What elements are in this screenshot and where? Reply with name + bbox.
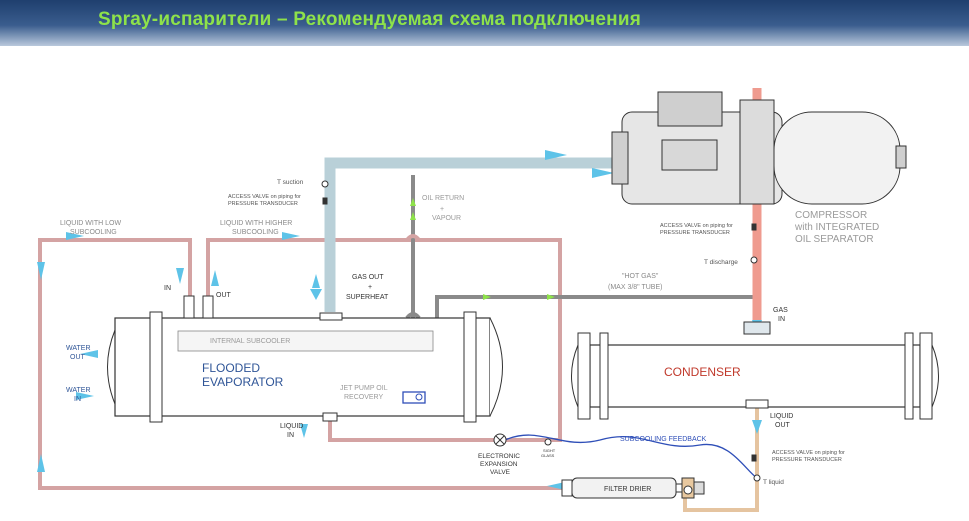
access-valve-suction	[322, 197, 328, 205]
access-valve-discharge	[751, 223, 757, 231]
flow-arrow	[176, 268, 184, 284]
flow-arrow	[410, 198, 416, 206]
oil-return-label: OIL RETURN	[422, 195, 464, 202]
filter-drier-label: FILTER DRIER	[604, 486, 651, 493]
flow-arrow	[76, 392, 94, 400]
jet-pump	[402, 391, 426, 404]
sight-glass-line1: SIGHT	[543, 448, 556, 453]
compressor-line3: OIL SEPARATOR	[795, 234, 874, 245]
flow-arrow	[312, 274, 320, 288]
oil-flow-arrows	[410, 198, 555, 300]
jet-pump-line1: JET PUMP OIL	[340, 385, 388, 392]
gas-out-line3: SUPERHEAT	[346, 294, 389, 301]
condenser	[571, 321, 939, 420]
flow-arrow	[483, 294, 491, 300]
gas-out-line2: +	[368, 284, 372, 291]
flow-arrow	[282, 232, 300, 240]
eev-line3: VALVE	[490, 469, 511, 476]
liquid-high-line2: SUBCOOLING	[232, 229, 279, 236]
jet-pump-line2: RECOVERY	[344, 394, 383, 401]
internal-subcooler-label: INTERNAL SUBCOOLER	[210, 338, 290, 345]
pipe-crossover	[405, 234, 421, 242]
flow-arrow	[310, 289, 322, 300]
compressor-line2: with INTEGRATED	[794, 222, 879, 233]
oil-return-vapour: VAPOUR	[432, 215, 461, 222]
filter-drier	[561, 477, 705, 499]
pipe-liquid-out	[683, 405, 759, 512]
electronic-expansion-valve	[493, 433, 552, 447]
compressor	[611, 91, 907, 205]
t-discharge-sensor	[750, 256, 758, 264]
t-suction-label: T suction	[277, 179, 304, 186]
pipe-liquid-high-subcooling	[206, 238, 562, 442]
flow-arrow	[752, 420, 762, 434]
subcooling-feedback-wire	[504, 434, 758, 479]
liquid-low-line2: SUBCOOLING	[70, 229, 117, 236]
liquid-in-line1: LIQUID	[280, 423, 303, 430]
flow-arrow	[37, 454, 45, 472]
access-valve-liquid	[751, 454, 757, 462]
access-valve-2-line1: ACCESS VALVE on piping for	[660, 223, 733, 229]
oil-return-plus: +	[440, 206, 444, 213]
access-valve-1-line2: PRESSURE TRANSDUCER	[228, 201, 298, 207]
out-label: OUT	[216, 292, 232, 299]
liquid-out-line2: OUT	[775, 422, 791, 429]
sensor-marks	[321, 180, 761, 482]
in-label: IN	[164, 285, 171, 292]
gas-out-line1: GAS OUT	[352, 274, 384, 281]
title-band: Spray-испарители – Рекомендуемая схема п…	[0, 0, 969, 46]
flooded-evaporator-line2: EVAPORATOR	[202, 375, 284, 389]
flooded-evaporator	[107, 295, 503, 423]
pipe-suction	[324, 157, 612, 312]
liquid-out-line1: LIQUID	[770, 413, 793, 420]
t-liquid-sensor	[753, 474, 761, 482]
t-discharge-label: T discharge	[704, 259, 738, 266]
hot-gas-line1: "HOT GAS"	[622, 273, 659, 280]
access-valve-3-line1: ACCESS VALVE on piping for	[772, 450, 845, 456]
water-in-line1: WATER	[66, 387, 91, 394]
flow-arrow	[80, 350, 98, 358]
flow-arrow	[37, 262, 45, 280]
water-out-line2: OUT	[70, 354, 86, 361]
pipe-liquid-low-subcooling	[38, 238, 565, 490]
compressor-line1: COMPRESSOR	[795, 210, 867, 221]
flow-arrow	[545, 150, 567, 160]
slide-title: Spray-испарители – Рекомендуемая схема п…	[98, 9, 642, 30]
flow-arrow	[592, 168, 614, 178]
liquid-high-line1: LIQUID WITH HIGHER	[220, 220, 292, 227]
flow-arrow	[300, 424, 308, 438]
water-out-line1: WATER	[66, 345, 91, 352]
condenser-label: CONDENSER	[664, 365, 741, 379]
liquid-low-line1: LIQUID WITH LOW	[60, 220, 121, 227]
water-in-line2: IN	[74, 396, 81, 403]
flow-arrow	[547, 294, 555, 300]
hot-gas-line2: (MAX 3/8" TUBE)	[608, 284, 662, 291]
liquid-in-line2: IN	[287, 432, 294, 439]
flooded-evaporator-line1: FLOODED	[202, 361, 260, 375]
access-valve-1-line1: ACCESS VALVE on piping for	[228, 194, 301, 200]
access-valve-3-line2: PRESSURE TRANSDUCER	[772, 457, 842, 463]
flow-arrow	[211, 270, 219, 286]
flow-arrow	[410, 212, 416, 220]
access-valve-2-line2: PRESSURE TRANSDUCER	[660, 230, 730, 236]
flow-arrow	[547, 482, 565, 490]
pipe-crossover	[405, 312, 421, 320]
sight-glass-line2: GLASS	[541, 453, 555, 458]
gas-in-line2: IN	[778, 316, 785, 323]
flow-arrow	[66, 232, 84, 240]
subcooling-feedback-label: SUBCOOLING FEEDBACK	[620, 436, 707, 443]
gas-in-line1: GAS	[773, 307, 788, 314]
eev-line1: ELECTRONIC	[478, 453, 520, 460]
t-liquid-label: T liquid	[763, 479, 784, 486]
eev-line2: EXPANSION	[480, 461, 518, 468]
t-suction-sensor	[321, 180, 329, 188]
